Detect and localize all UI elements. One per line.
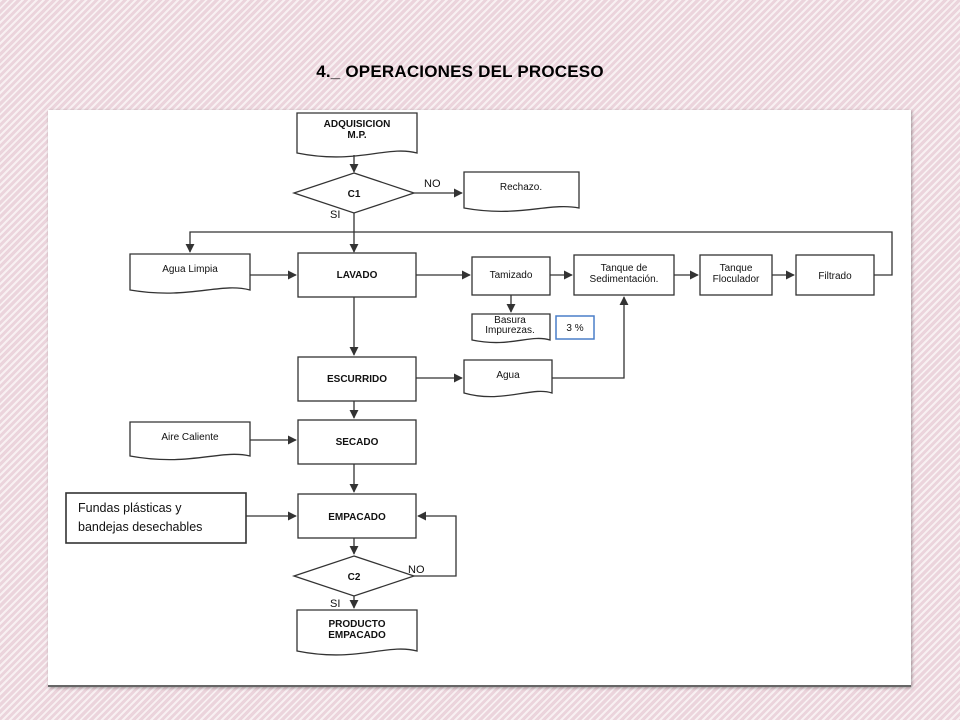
secado-label: SECADO: [336, 437, 379, 448]
lavado-label: LAVADO: [337, 270, 378, 281]
rechazo-node: [463, 171, 580, 213]
secado-node: [297, 419, 417, 465]
c2-label: C2: [348, 572, 361, 583]
agua-limpia-label: Agua Limpia: [162, 264, 218, 275]
basura-node: [471, 313, 551, 344]
tamizado-node: [471, 256, 551, 296]
escurrido-node: [297, 356, 417, 402]
agua-label: Agua: [496, 370, 520, 381]
agua-limpia-node: [129, 253, 251, 294]
loop-filtrado-return: [185, 231, 893, 276]
filtrado-node: [795, 254, 875, 296]
escurrido-label: ESCURRIDO: [327, 374, 387, 385]
rechazo-label: Rechazo.: [500, 182, 542, 193]
agua-node: [463, 359, 553, 398]
tamizado-label: Tamizado: [490, 270, 533, 281]
empacado-node: [297, 493, 417, 539]
empacado-label: EMPACADO: [328, 512, 386, 523]
filtrado-label: Filtrado: [818, 271, 852, 282]
tanque-floculador-node: [699, 254, 773, 296]
c1-no-label: NO: [424, 178, 441, 190]
fundas-node: [65, 492, 247, 544]
aire-caliente-label: Aire Caliente: [161, 432, 219, 443]
slide-title: 4._ OPERACIONES DEL PROCESO: [316, 62, 604, 81]
c1-si-label: SI: [330, 209, 340, 221]
adquisicion-node: [296, 112, 418, 158]
loop-c2-empacado: [414, 511, 457, 577]
c1-label: C1: [348, 189, 361, 200]
percent-note-box: [555, 315, 595, 340]
arrow-agua-sedimentacion: [552, 296, 629, 379]
c2-no-label: NO: [408, 564, 425, 576]
producto-node: [296, 609, 418, 656]
c2-si-label: SI: [330, 598, 340, 610]
percent-note: 3 %: [566, 323, 583, 334]
aire-caliente-node: [129, 421, 251, 461]
lavado-node: [297, 252, 417, 298]
